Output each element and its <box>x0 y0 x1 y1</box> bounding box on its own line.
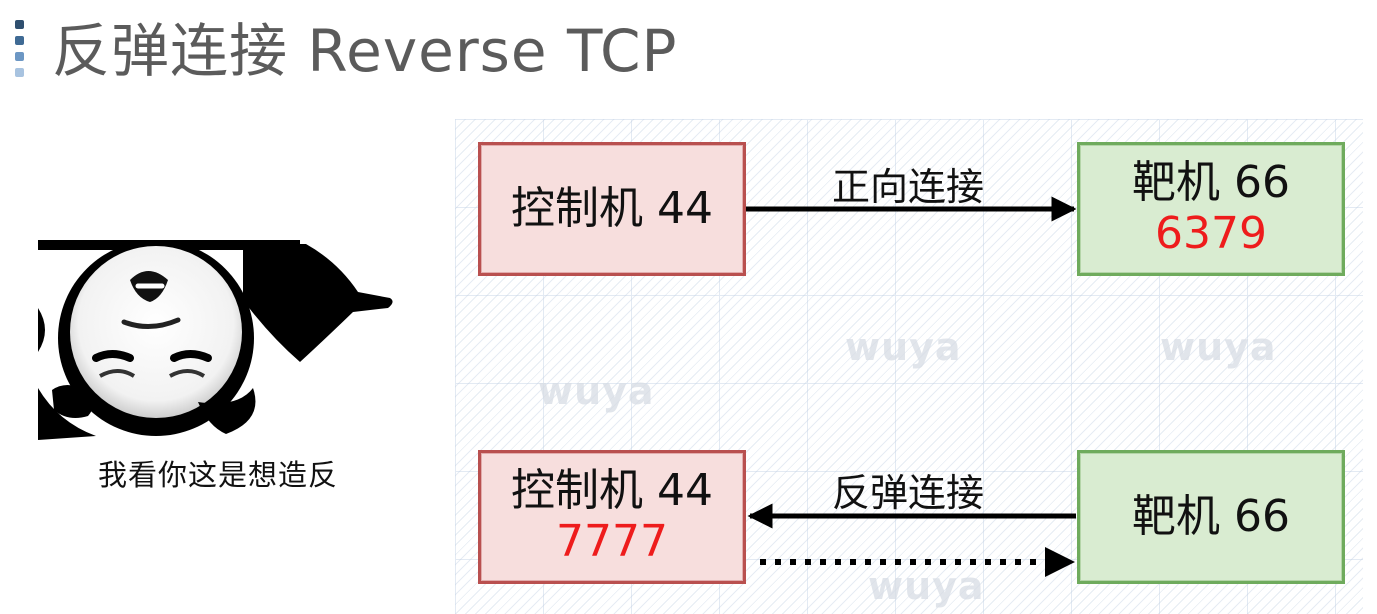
forward-controller-node: 控制机 44 <box>478 142 746 276</box>
reverse-controller-port: 7777 <box>556 517 668 568</box>
reverse-controller-node: 控制机 44 7777 <box>478 450 746 584</box>
reverse-controller-label: 控制机 44 <box>511 466 713 517</box>
forward-target-node: 靶机 66 6379 <box>1077 142 1345 276</box>
reverse-edge-label: 反弹连接 <box>832 462 984 517</box>
forward-target-port: 6379 <box>1155 209 1267 260</box>
forward-edge-label: 正向连接 <box>832 156 984 211</box>
forward-controller-label: 控制机 44 <box>511 184 713 235</box>
reverse-target-label: 靶机 66 <box>1132 492 1290 543</box>
forward-target-label: 靶机 66 <box>1132 158 1290 209</box>
reverse-target-node: 靶机 66 <box>1077 450 1345 584</box>
